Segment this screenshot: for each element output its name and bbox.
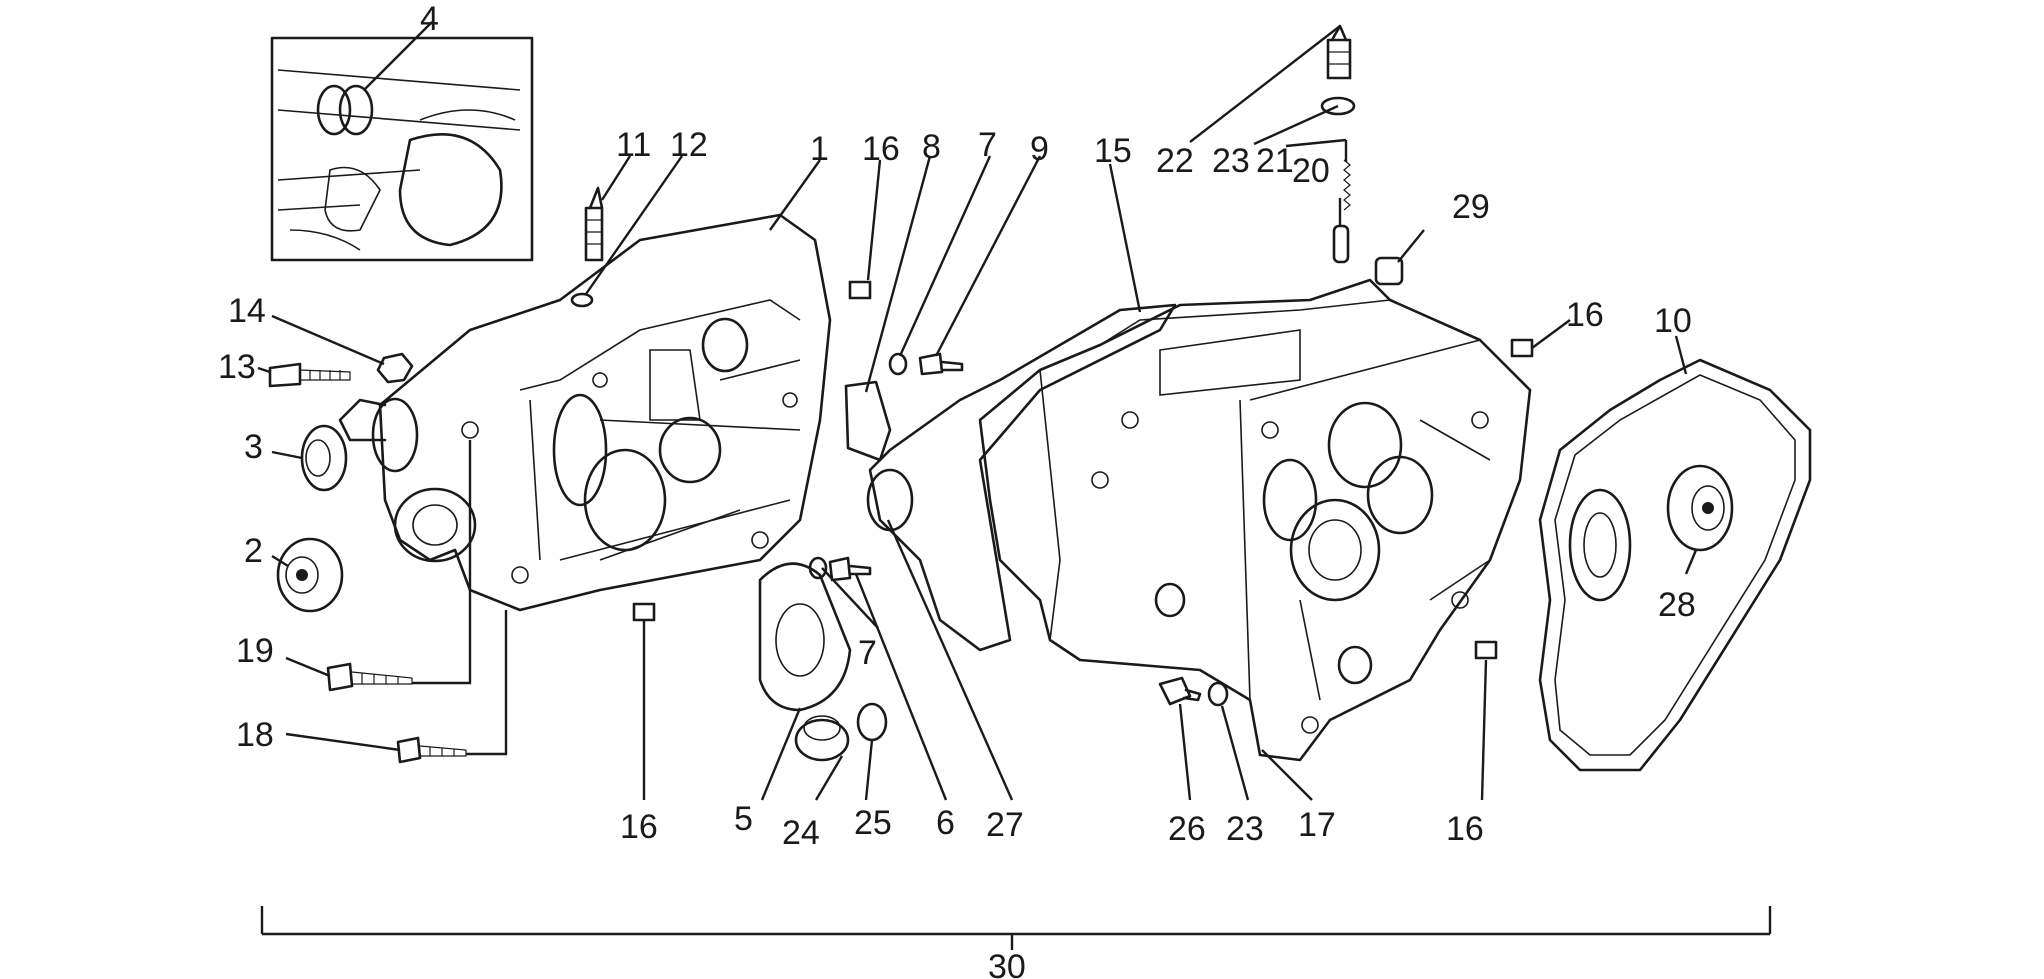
callout-26: 26 bbox=[1168, 810, 1206, 848]
bolt-18 bbox=[396, 736, 467, 764]
callout-5: 5 bbox=[734, 800, 753, 838]
callout-8: 8 bbox=[922, 128, 941, 166]
plate-8 bbox=[844, 380, 892, 462]
callout-16-top: 16 bbox=[862, 130, 900, 168]
right-housing bbox=[978, 278, 1532, 762]
washer-23-bottom bbox=[1207, 681, 1229, 707]
gasket-15 bbox=[866, 303, 1177, 652]
dowel-16-far bbox=[1510, 338, 1534, 358]
callout-7-mid: 7 bbox=[858, 634, 877, 672]
callout-3: 3 bbox=[244, 428, 263, 466]
callout-18: 18 bbox=[236, 716, 274, 754]
callout-15: 15 bbox=[1094, 132, 1132, 170]
callout-28: 28 bbox=[1658, 586, 1696, 624]
washer-12 bbox=[570, 292, 594, 308]
callout-12: 12 bbox=[670, 126, 708, 164]
gasket-10 bbox=[1538, 358, 1812, 772]
bearing-28 bbox=[1666, 464, 1734, 552]
callout-16-far: 16 bbox=[1566, 296, 1604, 334]
callout-1: 1 bbox=[810, 130, 829, 168]
callout-16-right: 16 bbox=[1446, 810, 1484, 848]
callout-10: 10 bbox=[1654, 302, 1692, 340]
sender-11 bbox=[584, 186, 604, 262]
callout-14: 14 bbox=[228, 292, 266, 330]
bearing-2 bbox=[276, 537, 344, 613]
bracket-30 bbox=[260, 906, 1772, 950]
callout-6: 6 bbox=[936, 804, 955, 842]
callout-20: 20 bbox=[1292, 152, 1330, 190]
callout-9: 9 bbox=[1030, 130, 1049, 168]
pin-20 bbox=[1332, 224, 1350, 264]
inset-detail bbox=[270, 36, 534, 262]
bolt-26 bbox=[1158, 676, 1202, 706]
dowel-16-right bbox=[1474, 640, 1498, 660]
callout-13: 13 bbox=[218, 348, 256, 386]
bolt-9 bbox=[918, 352, 964, 376]
callout-27: 27 bbox=[986, 806, 1024, 844]
bush-29 bbox=[1374, 256, 1404, 286]
spring-21 bbox=[1343, 159, 1351, 211]
dowel-16-left bbox=[632, 602, 656, 622]
nut-14 bbox=[376, 352, 414, 384]
callout-11: 11 bbox=[616, 126, 651, 164]
callout-25: 25 bbox=[854, 804, 892, 842]
left-housing bbox=[338, 213, 832, 612]
callout-7-top: 7 bbox=[978, 126, 997, 164]
bolt-13 bbox=[268, 362, 351, 388]
callout-29: 29 bbox=[1452, 188, 1490, 226]
callout-23-bottom: 23 bbox=[1226, 810, 1264, 848]
callout-2: 2 bbox=[244, 532, 263, 570]
washer-7-top bbox=[888, 352, 908, 376]
washer-7-mid bbox=[808, 556, 828, 580]
leader-lines bbox=[257, 21, 1698, 801]
washer-23-top bbox=[1320, 96, 1356, 116]
callout-19: 19 bbox=[236, 632, 274, 670]
callout-17: 17 bbox=[1298, 806, 1336, 844]
gasket-5 bbox=[758, 562, 852, 712]
callout-4: 4 bbox=[420, 0, 439, 38]
cover-24 bbox=[794, 715, 850, 762]
ring-25 bbox=[856, 702, 888, 742]
callout-23-top: 23 bbox=[1212, 142, 1250, 180]
callout-21: 21 bbox=[1256, 142, 1294, 180]
callout-22: 22 bbox=[1156, 142, 1194, 180]
callout-24: 24 bbox=[782, 814, 820, 852]
bolt-6 bbox=[828, 556, 872, 582]
seal-3 bbox=[300, 424, 348, 492]
callout-16-left: 16 bbox=[620, 808, 658, 846]
bolt-19 bbox=[326, 662, 413, 692]
dowel-16-top bbox=[848, 280, 872, 300]
callout-30: 30 bbox=[988, 948, 1026, 979]
